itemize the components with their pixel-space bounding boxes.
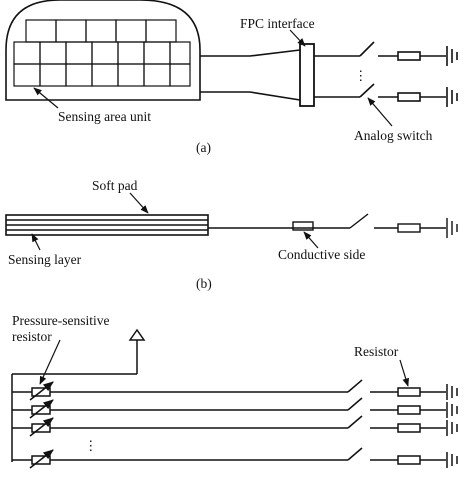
fpc-connector (299, 43, 315, 107)
caption-b: (b) (196, 276, 212, 291)
sensing-arrow (33, 87, 59, 109)
psr-label-line2: resistor (12, 329, 52, 344)
resistor-b (397, 223, 421, 233)
sensing-layer-label: Sensing layer (8, 252, 82, 267)
sensing-area-label: Sensing area unit (58, 109, 151, 124)
sensor-grid (13, 19, 191, 87)
panel-c (11, 328, 458, 469)
switch-b (349, 213, 369, 229)
analog-switch-label: Analog switch (354, 128, 433, 143)
switch-arrow (367, 97, 393, 127)
resistor-arrow (399, 359, 409, 387)
ground-a-top (446, 46, 458, 66)
ground-a-bottom (446, 87, 458, 107)
resistor-rows (12, 379, 458, 469)
switch-a-top (359, 41, 375, 57)
fpc-cable (200, 49, 301, 101)
panel-a (5, 0, 458, 127)
conductive-tab (292, 221, 314, 231)
ground-b (446, 218, 458, 238)
fpc-arrow (289, 29, 306, 47)
dots-a: ⋮ (354, 68, 368, 83)
resistor-label: Resistor (354, 344, 399, 359)
panel-b (5, 192, 458, 251)
psr-label-line1: Pressure-sensitive (12, 313, 109, 328)
resistor-a-top (397, 51, 421, 61)
conductive-side-label: Conductive side (278, 247, 365, 262)
resistor-a-bottom (397, 92, 421, 102)
dots-c: ⋮ (84, 438, 98, 453)
soft-pad-label: Soft pad (92, 178, 138, 193)
fpc-interface-label: FPC interface (240, 16, 315, 31)
supply-triangle (128, 328, 146, 341)
switch-a-bottom (359, 83, 375, 98)
softpad-arrow (129, 192, 149, 214)
caption-a: (a) (196, 140, 211, 155)
sensor-pad-outline (5, 0, 201, 101)
sensing-layer-arrow (31, 233, 41, 251)
conductive-arrow (303, 231, 319, 249)
psr-arrow (39, 339, 61, 385)
